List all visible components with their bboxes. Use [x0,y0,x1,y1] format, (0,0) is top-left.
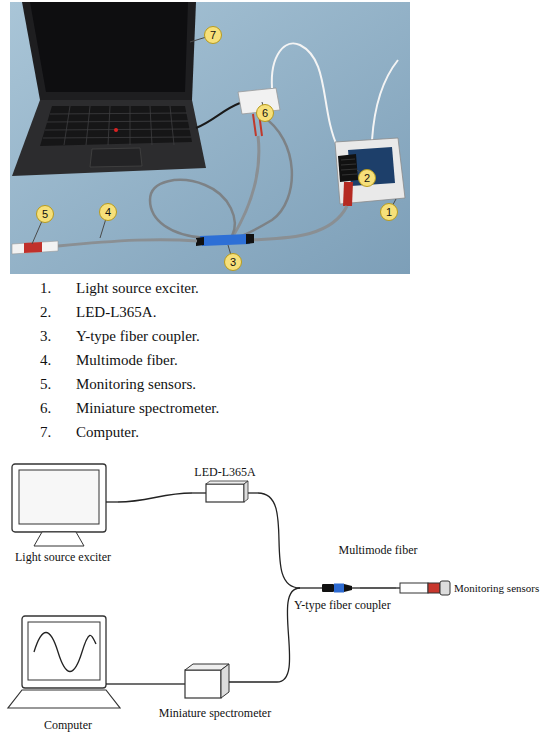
list-item-text: Multimode fiber. [76,351,178,369]
node-label: LED-L365A [192,465,258,479]
callout-number: 1 [380,203,398,221]
callout-number: 6 [256,104,274,122]
graphic-line [300,587,322,588]
miniature-spectrometer: Miniature spectrometer [153,660,277,722]
list-item-text: Monitoring sensors. [76,375,196,393]
graphic-line [352,587,360,588]
list-number: 4. [40,351,51,369]
fiber-coupler: Y-type fiber coupler [300,578,360,614]
keyboard-keys [43,106,191,145]
fiber-coupler-icon [300,578,360,598]
callout-number: 7 [204,26,222,44]
graphic-rect [19,470,99,524]
list-item-text: Computer. [76,423,139,441]
fiber-connector [360,587,396,588]
graphic-path [34,532,84,546]
monitoring-sensor: Monitoring sensors [396,578,548,598]
graphic-rect [185,670,221,698]
light-source-exciter: Light source exciter [8,462,118,568]
list-item-text: LED-L365A. [76,303,156,321]
node-label: Monitoring sensors [454,581,548,595]
sensor-red-part [24,242,42,253]
trackpoint [114,128,118,132]
led-connector [343,182,353,206]
white-cable [272,43,338,148]
list-number: 1. [40,279,51,297]
leader-lines [32,35,396,262]
coupler-end [246,234,254,244]
photo-content [10,2,410,274]
list-item-text: Light source exciter. [76,279,199,297]
list-number: 3. [40,327,51,345]
graphic-rect [322,584,334,592]
coupler-photo [200,234,250,246]
usb-cable [196,103,240,128]
graphic-line [192,492,206,493]
node-label: Computer [8,718,128,732]
fiber-connector [128,683,153,684]
coupler-end [196,237,204,246]
node-label: Miniature spectrometer [153,706,277,720]
graphic-line [106,501,118,502]
graphic-path [34,633,96,672]
list-number: 6. [40,399,51,417]
light-source-exciter-icon [8,462,118,550]
multimode-fiber-photo [58,240,197,246]
laptop-display [30,2,188,92]
graphic-polygon [344,584,352,592]
graphic-rect [12,464,106,532]
sensor-photo [12,241,58,254]
node-label: Y-type fiber coupler [294,598,410,612]
white-cable [372,60,398,140]
graphic-polygon [221,664,229,698]
fiber-connector [118,493,192,502]
graphic-line [396,587,400,588]
laptop-touchpad [90,148,142,167]
list-number: 5. [40,375,51,393]
node-label: Light source exciter [8,550,118,564]
photo-background [10,2,410,274]
list-item-text: Y-type fiber coupler. [76,327,200,345]
graphic-line [229,681,277,682]
computer-icon [8,612,128,712]
photo-illustration [0,0,550,280]
led-box-icon [192,481,258,505]
edge-label: Multimode fiber [339,543,418,557]
miniature-spectrometer-icon [153,660,277,702]
callout-number: 2 [358,169,376,187]
graphic-line [248,492,258,493]
graphic-polygon [244,481,248,502]
graphic-rect [428,583,440,593]
callout-number: 3 [224,253,242,271]
graphic-rect [440,581,450,595]
fiber-loop [150,180,235,238]
list-number: 2. [40,303,51,321]
heatsink-fins [341,159,357,175]
graphic-rect [22,616,106,688]
graphic-rect [334,584,344,593]
fiber-connector [258,493,300,588]
fiber-loop [236,116,292,238]
graphic-line [106,683,128,684]
graphic-rect [206,484,244,502]
list-item-text: Miniature spectrometer. [76,399,219,417]
graphic-rect [400,583,428,593]
graphic-line [153,683,185,684]
led-box: LED-L365A [192,465,258,505]
laptop-lid [22,2,196,100]
computer: Computer [8,612,128,736]
list-number: 7. [40,423,51,441]
led-heatsink [338,154,358,182]
graphic-rect [28,622,100,680]
callout-number: 5 [36,205,54,223]
callout-number: 4 [99,203,117,221]
graphic-polygon [8,690,120,708]
graphic-polygon [206,481,248,484]
laptop-base [12,100,206,176]
laptop-keyboard [40,106,192,146]
fiber-cable [250,206,347,240]
monitoring-sensor-icon [396,578,452,598]
